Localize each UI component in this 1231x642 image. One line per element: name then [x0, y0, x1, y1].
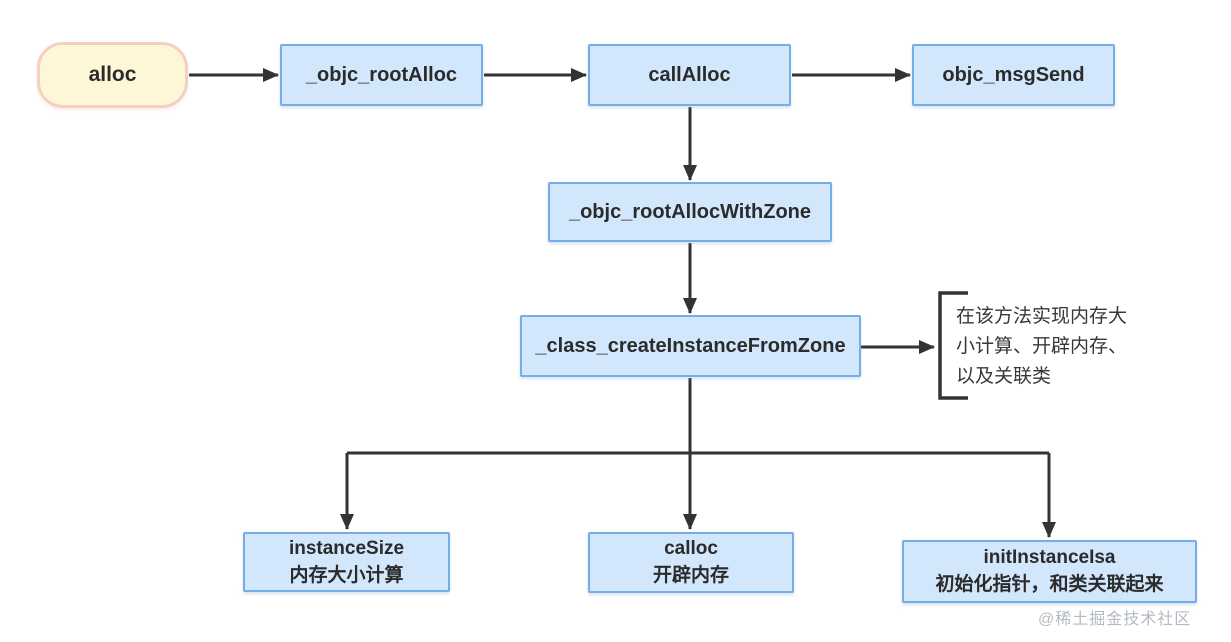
node-objc-rootalloc: _objc_rootAlloc	[280, 44, 483, 106]
node-initinstanceisa-label: initInstanceIsa	[983, 547, 1116, 568]
node-initinstanceisa: initInstanceIsa 初始化指针，和类关联起来	[902, 540, 1197, 603]
node-callalloc-label: callAlloc	[648, 63, 731, 86]
annotation-line: 小计算、开辟内存、	[956, 336, 1128, 357]
node-calloc-label: calloc	[664, 538, 718, 559]
node-class-createinstancefromzone-label: _class_createInstanceFromZone	[535, 334, 846, 357]
node-objc-rootallocwithzone: _objc_rootAllocWithZone	[548, 182, 832, 242]
node-callalloc: callAlloc	[588, 44, 791, 106]
node-initinstanceisa-sublabel: 初始化指针，和类关联起来	[935, 574, 1164, 595]
annotation-bracket	[938, 291, 968, 400]
node-objc-msgsend-label: objc_msgSend	[942, 63, 1085, 86]
node-alloc: alloc	[37, 42, 188, 108]
node-instancesize-sublabel: 内存大小计算	[289, 564, 404, 586]
node-calloc-sublabel: 开辟内存	[652, 565, 729, 586]
node-objc-rootallocwithzone-label: _objc_rootAllocWithZone	[568, 200, 812, 223]
node-calloc: calloc 开辟内存	[588, 532, 794, 593]
node-instancesize-label: instanceSize	[288, 537, 405, 559]
node-objc-msgsend: objc_msgSend	[912, 44, 1115, 106]
branch-trunk-line	[347, 378, 1049, 455]
annotation-line: 以及关联类	[956, 366, 1052, 387]
node-alloc-label: alloc	[88, 63, 137, 86]
node-objc-rootalloc-label: _objc_rootAlloc	[305, 63, 458, 86]
watermark: @稀土掘金技术社区	[1038, 611, 1192, 628]
annotation-text: 在该方法实现内存大 小计算、开辟内存、 以及关联类	[956, 302, 1171, 392]
annotation-line: 在该方法实现内存大	[956, 306, 1128, 327]
node-class-createinstancefromzone: _class_createInstanceFromZone	[520, 315, 861, 377]
node-instancesize: instanceSize 内存大小计算	[243, 532, 450, 592]
